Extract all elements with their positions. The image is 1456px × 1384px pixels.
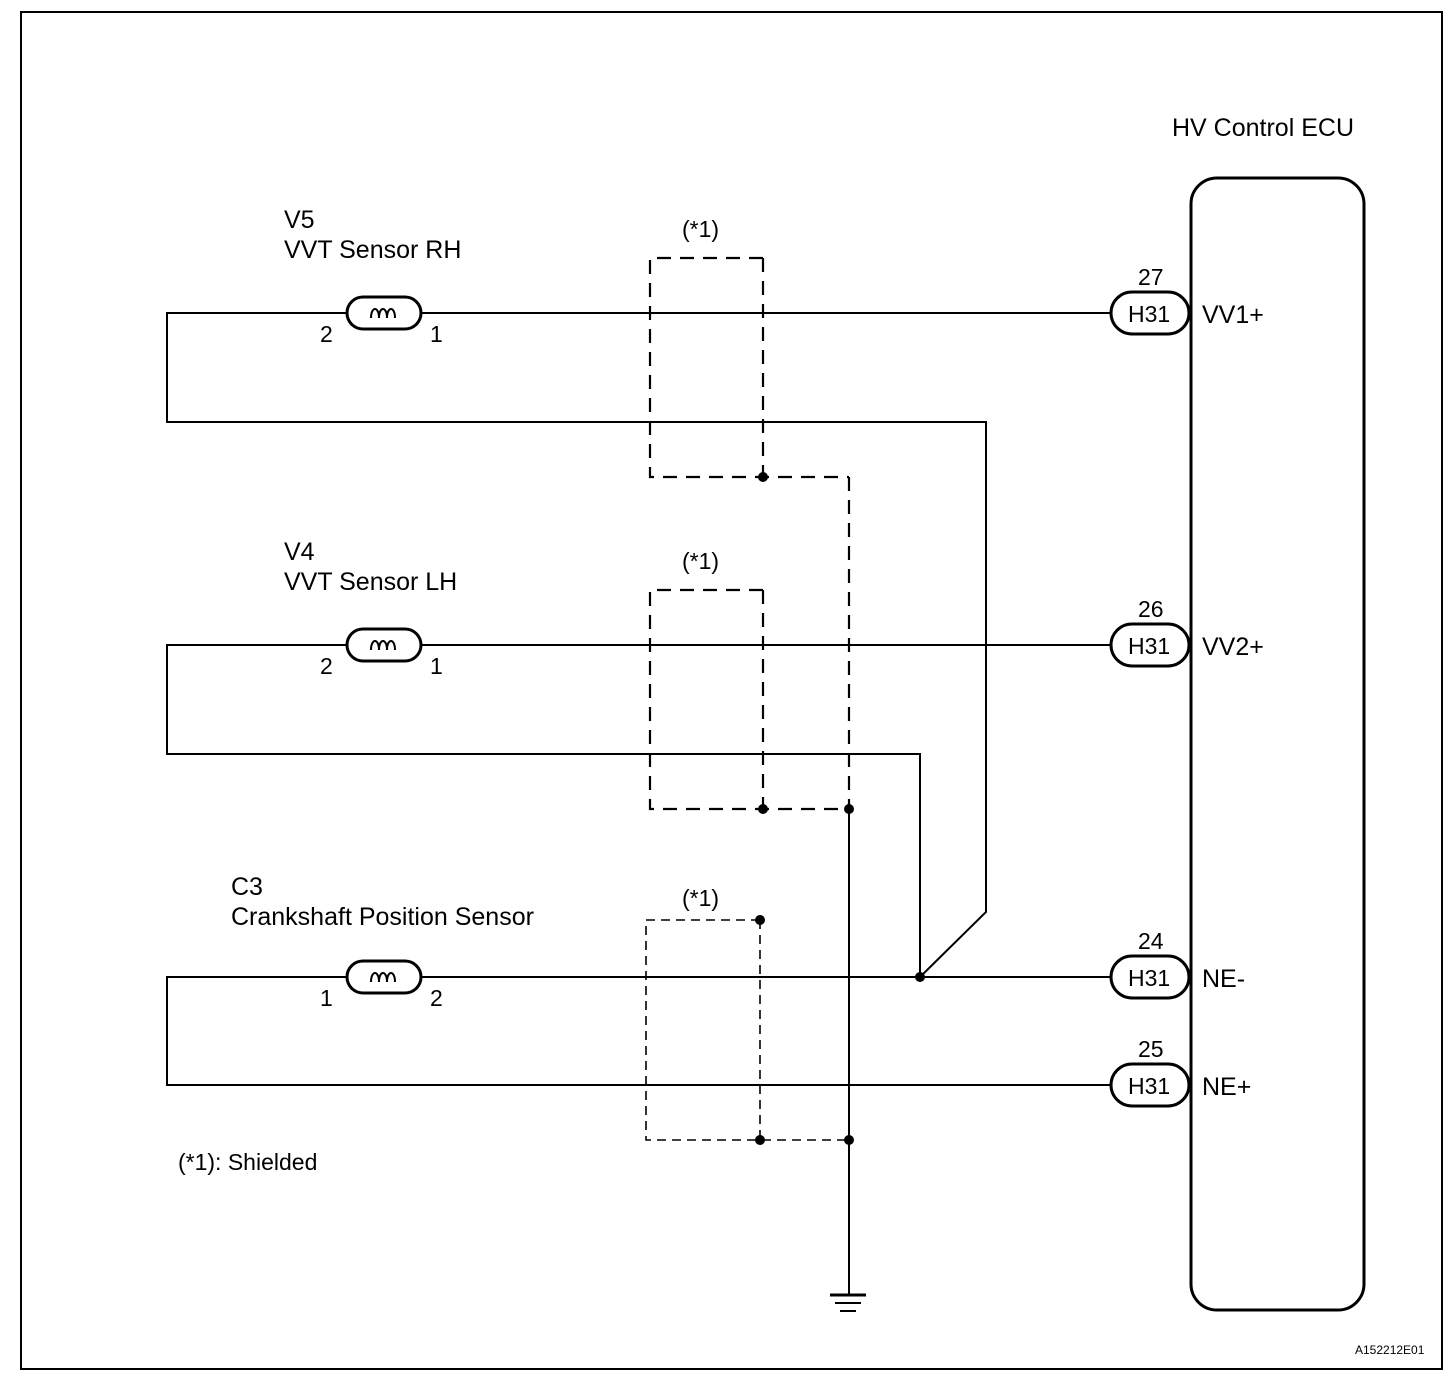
connector-h31-ne-minus: H31 [1109,954,1191,1000]
sensor-v5-coil-icon [345,295,423,331]
shield-1-outline [648,256,849,479]
sensor-v4-name: VVT Sensor LH [284,568,457,596]
sensor-c3-code: C3 [231,873,263,901]
shield-2-outline [648,588,849,811]
sensor-c3-pin-1: 1 [320,985,333,1011]
shield-mark-2: (*1) [682,548,719,574]
shield-3-outline [645,919,849,1141]
signal-vv2-plus: VV2+ [1202,633,1264,661]
connector-label: H31 [1128,633,1170,659]
shield-3-top-junction [755,915,765,925]
connector-label: H31 [1128,1073,1170,1099]
connector-body [1109,1062,1191,1108]
ecu-title: HV Control ECU [1172,114,1354,142]
wire-v4-return [166,644,921,977]
connector-label: H31 [1128,965,1170,991]
sensor-v4-pin-1: 1 [430,653,443,679]
connector-pin-27: 27 [1138,264,1164,290]
shield-1-junction [758,472,768,482]
ground-icon [830,1293,866,1312]
sensor-v5-pin-1: 1 [430,321,443,347]
sensor-c3-name: Crankshaft Position Sensor [231,903,534,931]
ecu-box [1189,176,1366,1312]
sensor-v5-name: VVT Sensor RH [284,236,461,264]
signal-ne-minus: NE- [1202,965,1245,993]
ne-minus-junction [915,972,925,982]
shield-legend: (*1): Shielded [178,1149,317,1175]
sensor-v4-pin-2: 2 [320,653,333,679]
connector-body [1109,954,1191,1000]
sensor-c3-coil-icon [345,959,423,995]
sensor-v5-code: V5 [284,206,315,234]
wire-v5-return [166,312,987,978]
sensor-v5-pin-2: 2 [320,321,333,347]
connector-pin-26: 26 [1138,596,1164,622]
shield-mark-3: (*1) [682,885,719,911]
figure-reference: A152212E01 [1355,1343,1425,1357]
shield-mark-1: (*1) [682,216,719,242]
wire-c3-ne-plus [166,976,1111,1086]
connector-pin-25: 25 [1138,1036,1164,1062]
connector-body [1109,622,1191,668]
sensor-v4-coil-icon [345,627,423,663]
connector-pin-24: 24 [1138,928,1164,954]
connector-body [1109,290,1191,336]
shield-3-junction [755,1135,765,1145]
diagram-frame [20,11,1443,1370]
connector-label: H31 [1128,301,1170,327]
connector-h31-ne-plus: H31 [1109,1062,1191,1108]
signal-ne-plus: NE+ [1202,1073,1251,1101]
sensor-v4-code: V4 [284,538,315,566]
connector-h31-vv2: H31 [1109,622,1191,668]
shield-2-junction [758,804,768,814]
sensor-c3-pin-2: 2 [430,985,443,1011]
connector-h31-vv1: H31 [1109,290,1191,336]
signal-vv1-plus: VV1+ [1202,301,1264,329]
